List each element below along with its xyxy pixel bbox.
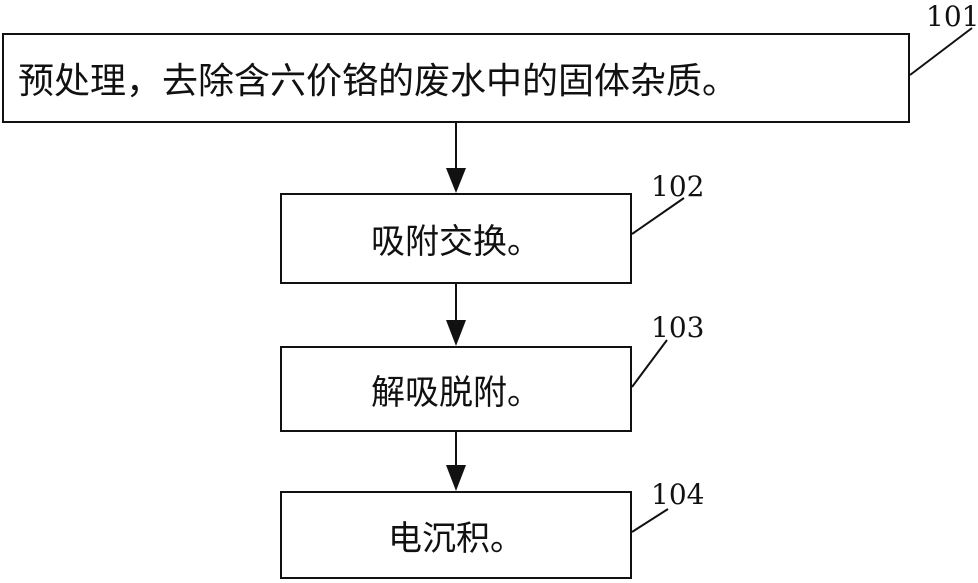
arrow-2-to-3 bbox=[446, 284, 466, 346]
step-box-desorption: 解吸脱附。 bbox=[280, 346, 632, 432]
leader-line-103 bbox=[631, 339, 668, 388]
reference-number-104: 104 bbox=[651, 478, 705, 511]
leader-line-104 bbox=[631, 508, 669, 533]
arrow-3-to-4 bbox=[446, 432, 466, 491]
step-box-electrodeposition: 电沉积。 bbox=[280, 491, 632, 579]
arrow-1-to-2 bbox=[446, 123, 466, 193]
reference-number-103: 103 bbox=[651, 311, 705, 344]
leader-line-101 bbox=[909, 27, 973, 76]
step-label: 电沉积。 bbox=[388, 518, 524, 559]
leader-line-102 bbox=[631, 197, 685, 235]
step-label: 吸附交换。 bbox=[371, 222, 541, 262]
step-label: 预处理，去除含六价铬的废水中的固体杂质。 bbox=[18, 61, 739, 102]
step-box-pretreatment: 预处理，去除含六价铬的废水中的固体杂质。 bbox=[2, 33, 910, 123]
reference-number-101: 101 bbox=[926, 0, 978, 33]
reference-number-102: 102 bbox=[651, 170, 705, 203]
step-label: 解吸脱附。 bbox=[371, 372, 541, 413]
step-box-adsorption-exchange: 吸附交换。 bbox=[280, 193, 632, 284]
